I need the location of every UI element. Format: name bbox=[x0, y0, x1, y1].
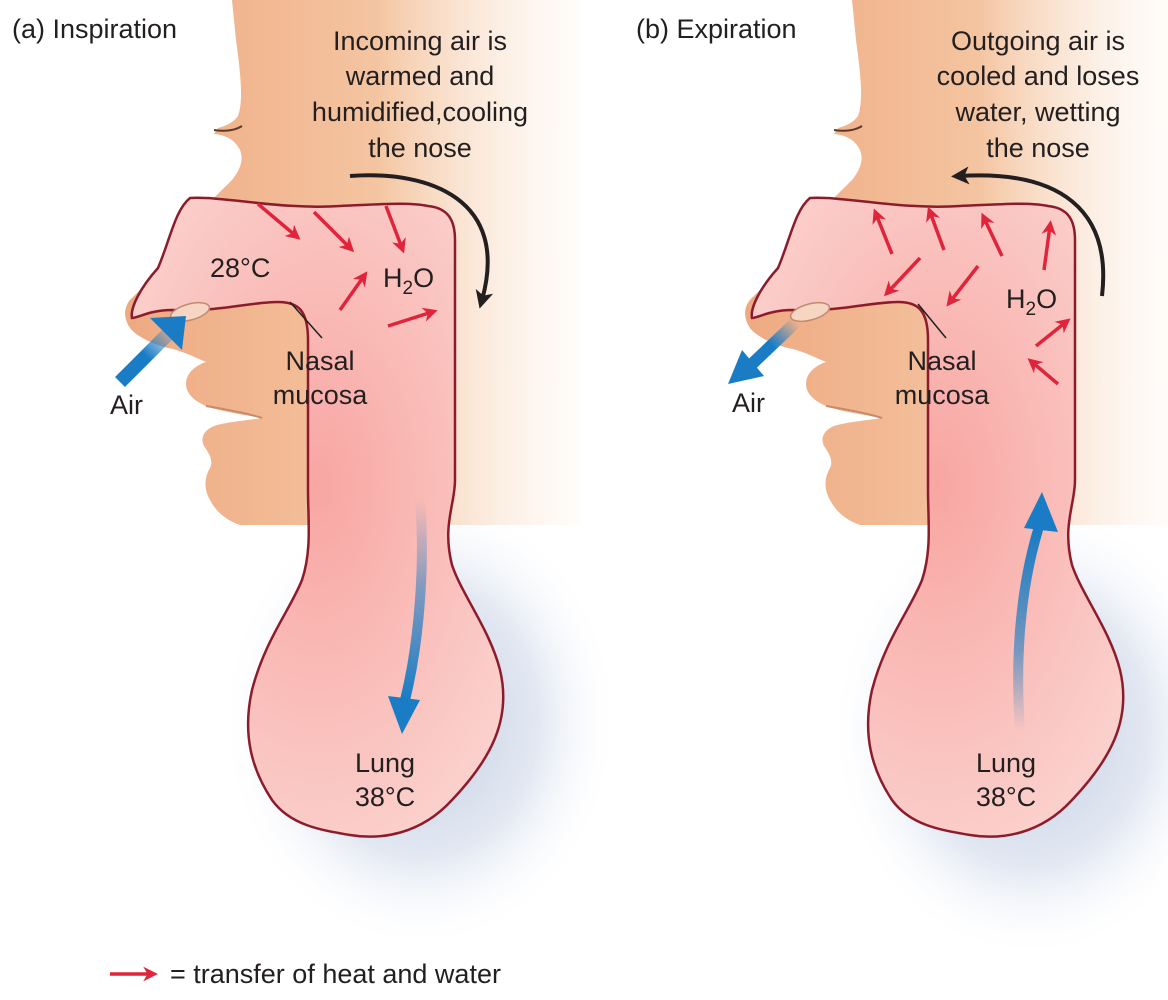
mucosa-label: mucosa bbox=[273, 380, 369, 410]
caption-line: the nose bbox=[368, 133, 472, 163]
transfer-arrow bbox=[883, 256, 922, 297]
panel-title: (b) Expiration bbox=[636, 14, 797, 44]
lip-line bbox=[205, 405, 263, 419]
air-in-arrowhead bbox=[150, 316, 186, 350]
air-label: Air bbox=[732, 388, 765, 418]
lung-temperature: 38°C bbox=[976, 782, 1036, 812]
caption-line: the nose bbox=[986, 133, 1090, 163]
mucosa-label: mucosa bbox=[895, 380, 991, 410]
caption-line: Outgoing air is bbox=[951, 26, 1125, 56]
lung-label: Lung bbox=[355, 748, 415, 778]
transfer-arrow bbox=[981, 212, 1004, 257]
lung-flow-arrow bbox=[400, 495, 427, 705]
eye-line bbox=[833, 125, 863, 132]
water-label: H2O bbox=[1006, 284, 1057, 320]
nose-wetting-arrow bbox=[951, 166, 1106, 297]
air-label: Air bbox=[110, 390, 143, 420]
transfer-arrow bbox=[1034, 318, 1071, 348]
lung-temperature: 38°C bbox=[355, 782, 415, 812]
airway-inspiration bbox=[130, 196, 505, 838]
transfer-arrow bbox=[338, 271, 368, 312]
transfer-arrow bbox=[872, 208, 894, 255]
mucosa-leader bbox=[917, 303, 947, 339]
lung-label: Lung bbox=[976, 748, 1036, 778]
transfer-arrow bbox=[946, 264, 980, 307]
airway-expiration bbox=[750, 196, 1125, 838]
air-out-arrow bbox=[747, 317, 801, 369]
transfer-arrow bbox=[312, 210, 355, 253]
transfer-arrow bbox=[1041, 220, 1057, 271]
air-in-arrow bbox=[115, 325, 177, 387]
legend-text: = transfer of heat and water bbox=[170, 959, 501, 989]
caption-line: humidified,cooling bbox=[312, 97, 528, 127]
panel-title: (a) Inspiration bbox=[12, 14, 177, 44]
transfer-arrow bbox=[384, 205, 406, 254]
water-label: H2O bbox=[383, 263, 434, 299]
temperature-label: 28°C bbox=[210, 253, 270, 283]
transfer-arrow bbox=[1027, 358, 1060, 386]
lung-flow-arrowhead bbox=[388, 696, 420, 734]
mucosa-label: Nasal bbox=[285, 346, 354, 376]
eye-line bbox=[213, 125, 243, 132]
caption-line: warmed and bbox=[345, 61, 495, 91]
nostril bbox=[789, 301, 831, 323]
caption-line: cooled and loses bbox=[937, 61, 1140, 91]
transfer-arrow bbox=[387, 307, 438, 328]
mucosa-leader bbox=[289, 301, 323, 339]
panel-inspiration: (a) Inspiration Incoming air is warmed a… bbox=[12, 0, 620, 950]
transfer-arrow bbox=[256, 202, 301, 240]
air-out-arrowhead bbox=[728, 350, 764, 384]
panel-expiration: (b) Expiration Outgoing air is cooled an… bbox=[636, 0, 1168, 960]
lip-line bbox=[825, 405, 883, 419]
lung-flow-arrow bbox=[1013, 525, 1043, 735]
mucosa-label: Nasal bbox=[907, 346, 976, 376]
transfer-arrow bbox=[926, 206, 946, 251]
caption-line: Incoming air is bbox=[333, 26, 507, 56]
legend: = transfer of heat and water bbox=[110, 959, 501, 989]
nose-cooling-arrow bbox=[349, 173, 494, 309]
lung-flow-arrowhead bbox=[1024, 492, 1058, 532]
caption-line: water, wetting bbox=[954, 97, 1120, 127]
